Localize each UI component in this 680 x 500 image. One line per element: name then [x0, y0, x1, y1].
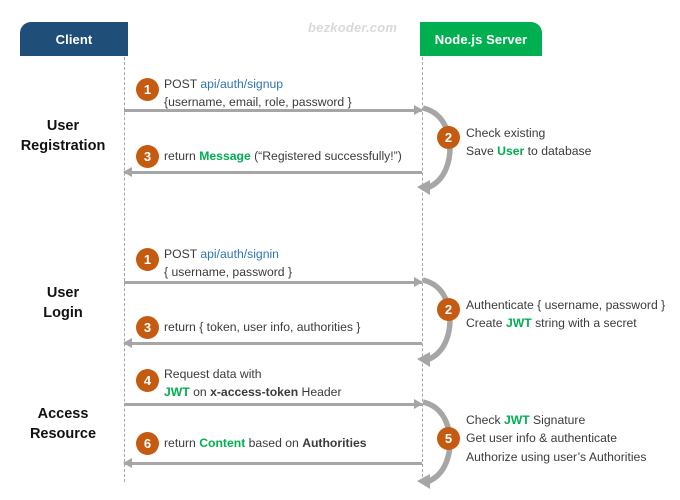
return-mid: based on [245, 436, 303, 450]
message-text-signup: POST api/auth/signup {username, email, r… [164, 76, 352, 111]
message-text-login-return: return { token, user info, authorities } [164, 320, 361, 334]
method-label: POST [164, 77, 201, 91]
actor-client-box: Client [20, 22, 128, 56]
note-save-suffix: to database [524, 144, 592, 159]
arrow-head [414, 399, 423, 409]
step-badge-2-authenticate: 2 [437, 298, 460, 321]
note-text-check-signature: Check JWT Signature Get user info & auth… [466, 411, 646, 466]
message-line-1: POST api/auth/signup [164, 76, 352, 94]
note-line-1: Check existing [466, 126, 546, 140]
note-line-2: Save User to database [466, 142, 591, 160]
method-label: POST [164, 247, 201, 261]
arrow-shaft [124, 462, 422, 465]
note-line-2: Get user info & authenticate [466, 431, 618, 446]
phase-label-line1: User [46, 285, 80, 301]
arrow-head [123, 167, 132, 177]
note-check-prefix: Check [466, 413, 504, 427]
header-suffix: Header [298, 384, 342, 399]
endpoint-url: api/auth/signin [200, 247, 279, 261]
step-badge-number: 1 [143, 252, 152, 267]
arrow-register-response [123, 167, 422, 177]
message-line-1: Request data with [164, 367, 262, 381]
message-line-2: JWT on x-access-token Header [164, 384, 342, 402]
message-line-2: { username, password } [164, 264, 293, 279]
note-line-2: Create JWT string with a secret [466, 314, 665, 332]
watermark-text: bezkoder.com [308, 20, 398, 35]
step-badge-number: 1 [143, 82, 152, 97]
message-line-1: POST api/auth/signin [164, 246, 292, 264]
entity-jwt: JWT [505, 316, 532, 331]
message-text-request-data: Request data with JWT on x-access-token … [164, 366, 342, 401]
step-badge-number: 4 [143, 373, 152, 388]
arrow-head [123, 458, 132, 468]
note-line-1: Authenticate { username, password } [466, 298, 666, 312]
phase-label-user-registration: User Registration [6, 117, 120, 156]
phase-label-user-login: User Login [6, 284, 120, 323]
lifeline-client [124, 57, 125, 482]
entity-jwt: JWT [503, 413, 530, 427]
message-text-signin: POST api/auth/signin { username, passwor… [164, 246, 292, 281]
note-line-1: Check JWT Signature [466, 411, 646, 429]
note-line-3: Authorize using user’s Authorities [466, 449, 647, 464]
arrow-shaft [124, 342, 422, 345]
step-badge-number: 6 [143, 436, 152, 451]
header-name: x-access-token [210, 384, 299, 399]
step-badge-number: 3 [143, 149, 152, 164]
note-create-suffix: string with a secret [531, 316, 637, 331]
step-badge-4-request-data: 4 [136, 369, 159, 392]
return-prefix: return [164, 149, 200, 163]
entity-authorities: Authorities [302, 436, 367, 450]
arrow-shaft [124, 403, 422, 406]
entity-jwt: JWT [164, 384, 190, 399]
step-badge-number: 3 [143, 320, 152, 335]
actor-client-label: Client [55, 31, 93, 47]
step-badge-1-signup: 1 [136, 78, 159, 101]
phase-label-line1: User [46, 118, 80, 134]
message-text-register-return: return Message (“Registered successfully… [164, 148, 402, 166]
note-text-authenticate: Authenticate { username, password } Crea… [466, 296, 665, 333]
arrow-head [123, 338, 132, 348]
note-check-suffix: Signature [529, 413, 586, 427]
header-mid: on [189, 384, 211, 399]
arrow-shaft [124, 171, 422, 174]
arrow-signin-request [124, 277, 423, 287]
step-badge-5-check-signature: 5 [437, 427, 460, 450]
arrow-shaft [124, 281, 422, 284]
step-badge-number: 5 [444, 431, 453, 446]
phase-label-line2: Login [43, 304, 83, 321]
actor-server-label: Node.js Server [434, 31, 528, 47]
arrow-head [414, 277, 423, 287]
step-badge-6-return-content: 6 [136, 432, 159, 455]
arrow-login-response [123, 338, 422, 348]
entity-message: Message [199, 149, 251, 163]
step-badge-3-login-return: 3 [136, 316, 159, 339]
arrow-shaft [124, 109, 422, 112]
phase-label-line1: Access [37, 406, 89, 422]
phase-label-line2: Registration [20, 137, 106, 154]
arrow-resource-request [124, 399, 423, 409]
lifeline-server [422, 57, 423, 482]
return-suffix: (“Registered successfully!”) [250, 149, 402, 163]
step-badge-number: 2 [444, 130, 453, 145]
note-text-check-existing: Check existing Save User to database [466, 124, 591, 161]
arrow-signup-request [124, 105, 423, 115]
step-badge-1-signin: 1 [136, 248, 159, 271]
step-badge-2-check-existing: 2 [437, 126, 460, 149]
actor-server-box: Node.js Server [420, 22, 542, 56]
return-prefix: return [164, 436, 200, 450]
step-badge-3-register-return: 3 [136, 145, 159, 168]
step-badge-number: 2 [444, 302, 453, 317]
endpoint-url: api/auth/signup [200, 77, 284, 91]
entity-user: User [497, 144, 525, 159]
entity-content: Content [199, 436, 246, 450]
arrow-head [414, 105, 423, 115]
message-line-2: {username, email, role, password } [164, 94, 352, 109]
phase-label-line2: Resource [29, 425, 97, 442]
arrow-resource-response [123, 458, 422, 468]
note-create-prefix: Create [466, 316, 506, 331]
message-text-return-content: return Content based on Authorities [164, 435, 367, 453]
phase-label-access-resource: Access Resource [6, 405, 120, 444]
note-save-prefix: Save [466, 144, 498, 159]
